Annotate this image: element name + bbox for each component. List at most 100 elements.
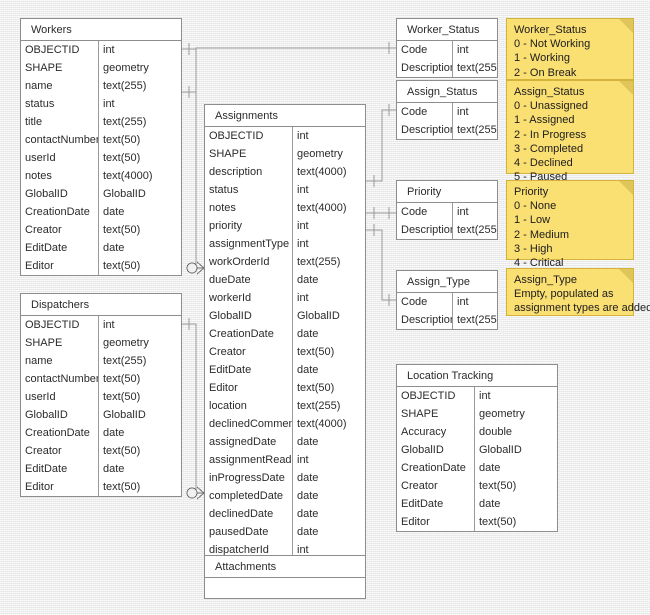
entity-title-workers: Workers [21, 19, 181, 41]
field-name: Description [397, 221, 453, 239]
field-type: date [103, 463, 125, 475]
field-type: GlobalID [103, 188, 146, 200]
entity-attachments[interactable]: Attachments [204, 555, 366, 599]
field-name: OBJECTID [205, 127, 293, 145]
entity-title-location_tracking: Location Tracking [397, 365, 557, 387]
note-line: 0 - None [514, 200, 557, 213]
note-line: 1 - Low [514, 214, 551, 227]
field-row: CreationDate date [205, 325, 365, 343]
field-name: Description [397, 121, 453, 139]
field-type: geometry [479, 408, 525, 420]
field-row: assignmentType int [205, 235, 365, 253]
field-type [361, 578, 365, 598]
field-type: int [297, 238, 309, 250]
field-type: geometry [103, 337, 149, 349]
field-name: workOrderId [205, 253, 293, 271]
field-name: OBJECTID [21, 316, 99, 334]
field-type: date [103, 206, 125, 218]
field-type: text(255) [103, 355, 147, 367]
field-name: GlobalID [397, 441, 475, 459]
field-type: text(4000) [103, 170, 153, 182]
field-type: date [297, 472, 319, 484]
note-title: Priority [514, 186, 549, 198]
field-type: text(255) [457, 224, 497, 236]
field-type: date [297, 490, 319, 502]
field-name: Editor [21, 478, 99, 496]
note-title: Worker_Status [514, 24, 587, 36]
field-name: notes [205, 199, 293, 217]
note-line: 2 - In Progress [514, 128, 587, 141]
field-type: GlobalID [479, 444, 522, 456]
note-line: 0 - Unassigned [514, 100, 588, 113]
field-type: date [297, 526, 319, 538]
field-name: assignedDate [205, 433, 293, 451]
field-name: contactNumber [21, 131, 99, 149]
entity-title-worker_status: Worker_Status [397, 19, 497, 41]
entity-title-assign_status: Assign_Status [397, 81, 497, 103]
field-name: Creator [21, 442, 99, 460]
field-name: contactNumber [21, 370, 99, 388]
field-row: dispatcherId int [205, 541, 365, 559]
note-line: 4 - Declined [514, 157, 573, 170]
field-name: Description [397, 311, 453, 329]
field-type: date [297, 328, 319, 340]
field-name: SHAPE [21, 59, 99, 77]
field-name: CreationDate [205, 325, 293, 343]
field-type: date [103, 242, 125, 254]
field-type: text(255) [457, 62, 497, 74]
field-name: status [21, 95, 99, 113]
entity-title-priority: Priority [397, 181, 497, 203]
field-name: dispatcherId [205, 541, 293, 559]
field-type: int [457, 106, 469, 118]
field-type: double [479, 426, 513, 438]
field-name: Editor [397, 513, 475, 531]
connector-assignments-to-priority [366, 207, 396, 219]
field-name: EditDate [397, 495, 475, 513]
field-name: Editor [21, 257, 99, 275]
field-name: description [205, 163, 293, 181]
field-type: text(50) [103, 224, 141, 236]
field-type: int [457, 44, 469, 56]
field-type: int [479, 390, 491, 402]
field-name: Code [397, 103, 453, 121]
field-name: assignmentType [205, 235, 293, 253]
field-name: Creator [397, 477, 475, 495]
field-name: SHAPE [397, 405, 475, 423]
field-type: int [297, 544, 309, 556]
